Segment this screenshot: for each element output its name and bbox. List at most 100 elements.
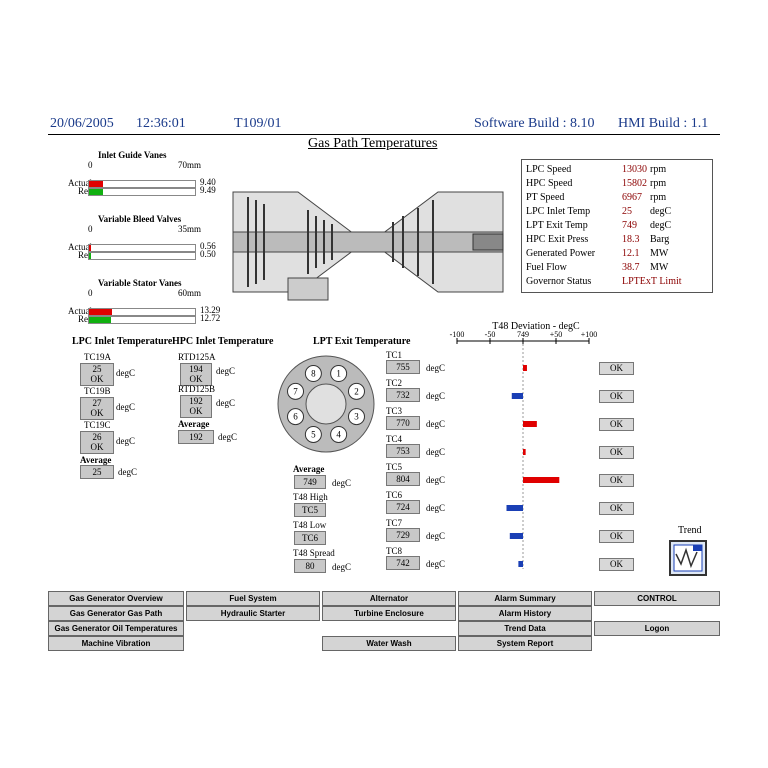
sensor-status: OK — [90, 374, 104, 384]
tc-ok-button[interactable]: OK — [599, 390, 634, 403]
gauge-ref-label: Ref — [78, 186, 91, 196]
sensor-value: 194 — [189, 364, 203, 374]
gauge-ref-bar — [88, 252, 196, 260]
stat-name: Generated Power — [526, 248, 596, 259]
header-time: 12:36:01 — [136, 116, 186, 131]
tc-ok-button[interactable]: OK — [599, 474, 634, 487]
sensor-tag: TC19A — [84, 352, 111, 362]
stat-value: 18.3 — [622, 234, 640, 245]
ring-thermocouple — [330, 365, 348, 383]
gauge-ref-value: 12.72 — [200, 313, 221, 323]
gauge-actual-label: Actual — [68, 178, 92, 188]
sensor-value: 27 — [92, 398, 102, 408]
trend-icon[interactable] — [669, 540, 707, 576]
hmi-screen: 20/06/2005 12:36:01 T109/01 Software Bui… — [48, 114, 720, 654]
tc-ok-button[interactable]: OK — [599, 446, 634, 459]
tc-tag: TC4 — [386, 434, 403, 444]
header-date: 20/06/2005 — [50, 116, 114, 131]
lpt-unit: degC — [332, 478, 351, 488]
stat-unit: degC — [650, 206, 672, 217]
ring-thermocouple — [330, 425, 348, 443]
sensor-unit: degC — [216, 398, 235, 408]
header-bar: 20/06/2005 12:36:01 T109/01 Software Bui… — [48, 114, 720, 135]
gauge-ref-bar — [88, 188, 196, 196]
stat-unit: rpm — [650, 164, 667, 175]
tc-unit: degC — [426, 419, 445, 429]
gauge-ref-value: 9.49 — [200, 185, 216, 195]
gauge-title: Variable Bleed Valves — [98, 214, 182, 224]
nav-button[interactable]: Alarm History — [458, 606, 592, 621]
nav-button[interactable]: Trend Data — [458, 621, 592, 636]
sensor-status: OK — [90, 442, 104, 452]
tc-ok-button[interactable]: OK — [599, 502, 634, 515]
tc-ok-button[interactable]: OK — [599, 418, 634, 431]
tc-value: 770 — [386, 416, 420, 430]
nav-button[interactable]: System Report — [458, 636, 592, 651]
deviation-bar-tc1 — [523, 365, 527, 371]
nav-button[interactable]: Alternator — [322, 591, 456, 606]
tc-unit: degC — [426, 391, 445, 401]
nav-button[interactable]: Water Wash — [322, 636, 456, 651]
tc-value: 753 — [386, 444, 420, 458]
stat-value: 13030 — [622, 164, 647, 175]
gauge-title: Inlet Guide Vanes — [98, 150, 167, 160]
stat-row: Generated Power 12.1 MW — [526, 248, 711, 261]
tc-tag: TC1 — [386, 350, 403, 360]
tc-tag: TC5 — [386, 462, 403, 472]
nav-button[interactable]: Fuel System — [186, 591, 320, 606]
stat-value: 25 — [622, 206, 632, 217]
chart-tick-label: +50 — [550, 330, 563, 339]
nav-button[interactable]: Machine Vibration — [48, 636, 184, 651]
nav-button[interactable]: Gas Generator Gas Path — [48, 606, 184, 621]
tc-ok-button[interactable]: OK — [599, 530, 634, 543]
tc-ok-button[interactable]: OK — [599, 362, 634, 375]
chart-tick-label: -100 — [450, 330, 465, 339]
deviation-bar-tc6 — [506, 505, 523, 511]
gauge-scale-max: 35mm — [178, 224, 202, 234]
nav-button[interactable]: Logon — [594, 621, 720, 636]
header-unit: T109/01 — [234, 116, 282, 131]
nav-button[interactable]: Gas Generator Oil Temperatures — [48, 621, 184, 636]
ring-hub — [305, 383, 347, 425]
tc-value: 755 — [386, 360, 420, 374]
nav-button[interactable]: CONTROL — [594, 591, 720, 606]
gauge-actual-fill — [89, 181, 104, 187]
stat-value: 38.7 — [622, 262, 640, 273]
sensor-unit: degC — [216, 366, 235, 376]
gauge-title: Variable Stator Vanes — [98, 278, 182, 288]
stat-row: LPC Inlet Temp 25 degC — [526, 206, 711, 219]
ring-thermocouple — [287, 382, 305, 400]
hpc-average-value: 192 — [178, 430, 214, 444]
lpt-unit: degC — [332, 562, 351, 572]
tc-value: 804 — [386, 472, 420, 486]
tc-unit: degC — [426, 503, 445, 513]
nav-button[interactable]: Turbine Enclosure — [322, 606, 456, 621]
stat-name: LPC Inlet Temp — [526, 206, 591, 217]
ring-thermocouple — [304, 425, 322, 443]
tc-value: 732 — [386, 388, 420, 402]
gauge-actual-bar — [88, 244, 196, 252]
hpc-inlet-title: HPC Inlet Temperature — [172, 336, 274, 347]
nav-button[interactable]: Alarm Summary — [458, 591, 592, 606]
nav-button[interactable]: Gas Generator Overview — [48, 591, 184, 606]
stat-value: 12.1 — [622, 248, 640, 259]
hpc-average-label: Average — [178, 419, 210, 429]
sensor-unit: degC — [116, 368, 135, 378]
stat-unit: MW — [650, 248, 669, 259]
sensor-value: 25 — [92, 364, 102, 374]
tc-ok-button[interactable]: OK — [599, 558, 634, 571]
nav-button[interactable]: Hydraulic Starter — [186, 606, 320, 621]
tc-unit: degC — [426, 475, 445, 485]
gauge-actual-value: 9.40 — [200, 177, 216, 187]
lpt-low-label: T48 Low — [293, 520, 327, 530]
gauge-ref-fill — [89, 317, 112, 323]
sensor-tag: TC19C — [84, 420, 111, 430]
